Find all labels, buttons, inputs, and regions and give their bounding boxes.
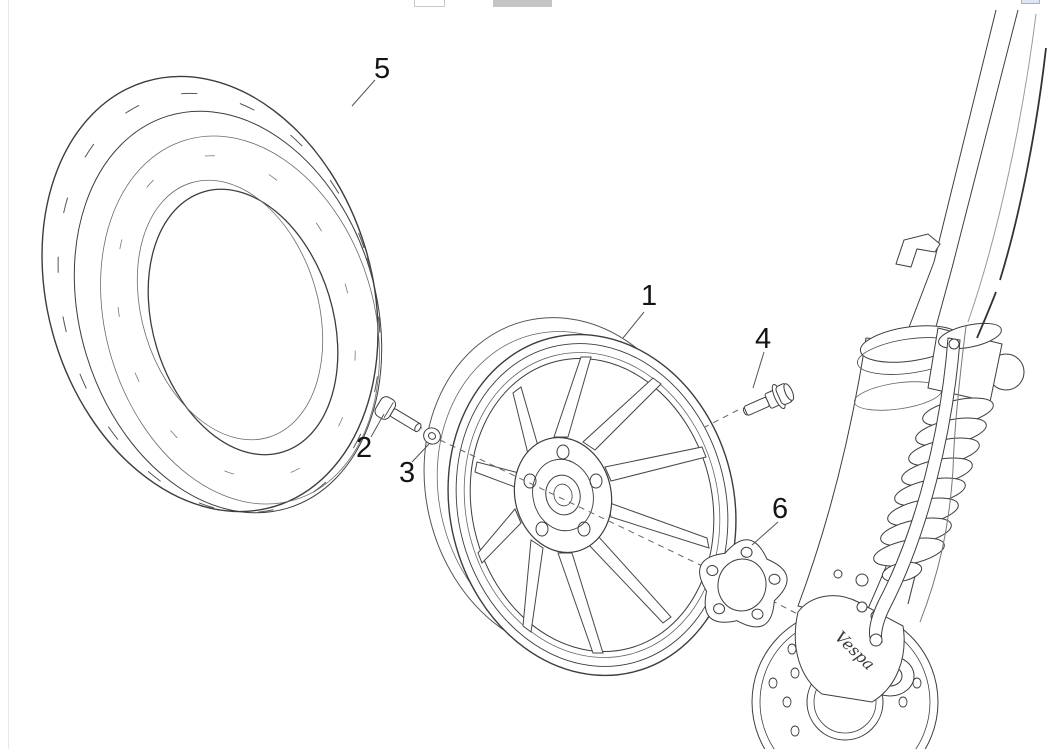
steering-tube bbox=[907, 9, 1019, 335]
spacer-flange-drawing bbox=[699, 539, 788, 628]
toolbar-button-fragment-white[interactable] bbox=[414, 0, 445, 7]
scroll-chip-fragment-blue[interactable] bbox=[1021, 0, 1040, 4]
callout-1[interactable]: 1 bbox=[641, 280, 658, 312]
callout-2[interactable]: 2 bbox=[356, 432, 373, 464]
cable-lines bbox=[919, 13, 1047, 623]
wheel-rim-drawing bbox=[423, 317, 737, 677]
wheel-hub bbox=[513, 436, 613, 554]
panel-left-border bbox=[8, 0, 9, 749]
callout-leader-lines bbox=[351, 79, 779, 546]
stud-bolt-drawing bbox=[742, 383, 795, 416]
cable-hook-bracket bbox=[895, 233, 941, 268]
washer-drawing bbox=[423, 427, 441, 445]
callout-6[interactable]: 6 bbox=[772, 493, 789, 525]
screw-drawing bbox=[374, 396, 422, 433]
tire-drawing bbox=[41, 75, 383, 514]
wheel-spokes bbox=[474, 356, 710, 654]
callout-3[interactable]: 3 bbox=[399, 457, 416, 489]
toolbar-button-fragment-gray[interactable] bbox=[493, 0, 552, 7]
front-fork-drawing: Vespa bbox=[751, 9, 1047, 749]
callout-5[interactable]: 5 bbox=[374, 53, 391, 85]
callout-4[interactable]: 4 bbox=[755, 323, 772, 355]
fender-strut bbox=[869, 337, 961, 647]
